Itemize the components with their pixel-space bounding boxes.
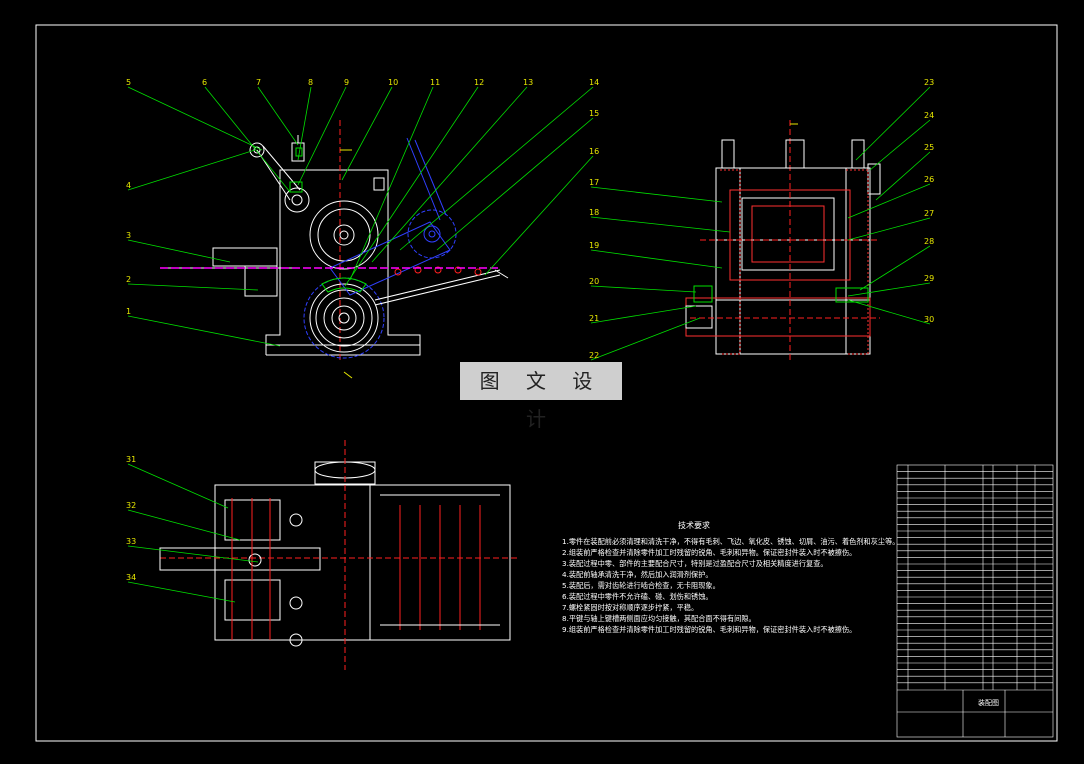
callout-19: 19 [589,241,599,250]
callout-33: 33 [126,537,136,546]
side-view [685,120,881,360]
tech-note-1: 1.零件在装配前必须清理和清洗干净，不得有毛刺、飞边、氧化皮、锈蚀、切屑、油污、… [562,537,900,546]
callout-9: 9 [344,78,349,87]
callout-30: 30 [924,315,934,324]
callout-26: 26 [924,175,934,184]
callout-7: 7 [256,78,261,87]
title-block-name: 装配图 [978,698,999,707]
callout-29: 29 [924,274,934,283]
tech-note-7: 7.螺栓紧固时按对称顺序逐步拧紧，平稳。 [562,603,699,612]
bom-table [896,464,1054,738]
tech-note-4: 4.装配前轴承清洗干净，然后加入润滑剂保护。 [562,570,713,579]
callout-16: 16 [589,147,599,156]
callout-34: 34 [126,573,136,582]
callout-27: 27 [924,209,934,218]
callout-12: 12 [474,78,484,87]
tech-note-9: 9.组装前严格检查并清除零件加工时残留的锐角、毛刺和异物，保证密封件装入时不被擦… [562,625,857,634]
tech-notes-title: 技术要求 [678,521,710,530]
callout-labels: 1 2 3 4 5 6 7 8 9 10 11 12 13 14 15 16 1… [126,78,934,582]
callout-6: 6 [202,78,207,87]
callout-4: 4 [126,181,131,190]
callout-24: 24 [924,111,934,120]
tech-note-6: 6.装配过程中零件不允许磕、碰、划伤和锈蚀。 [562,592,713,601]
callout-21: 21 [589,314,599,323]
callout-31: 31 [126,455,136,464]
tech-note-3: 3.装配过程中零、部件的主要配合尺寸，特别是过盈配合尺寸及相关精度进行复查。 [562,559,828,568]
callout-22: 22 [589,351,599,360]
tech-note-5: 5.装配后，需对齿轮进行啮合检查，无卡阻现象。 [562,581,720,590]
callout-15: 15 [589,109,599,118]
callout-25: 25 [924,143,934,152]
callout-23: 23 [924,78,934,87]
tech-note-2: 2.组装前严格检查并清除零件加工时残留的锐角、毛刺和异物。保证密封件装入时不被擦… [562,548,857,557]
callout-1: 1 [126,307,131,316]
callout-28: 28 [924,237,934,246]
callout-13: 13 [523,78,533,87]
callout-11: 11 [430,78,440,87]
callout-leaders [127,86,931,603]
watermark: 图 文 设 计 [460,362,622,431]
callout-18: 18 [589,208,599,217]
callout-17: 17 [589,178,599,187]
callout-3: 3 [126,231,131,240]
callout-32: 32 [126,501,136,510]
border-frame [35,24,1058,742]
top-view [159,440,520,670]
callout-20: 20 [589,277,599,286]
front-view [160,120,509,379]
callout-2: 2 [126,275,131,284]
callout-8: 8 [308,78,313,87]
tech-note-8: 8.平键与轴上键槽两侧面应均匀接触，其配合面不得有间隙。 [562,614,756,623]
callout-5: 5 [126,78,131,87]
callout-14: 14 [589,78,599,87]
callout-10: 10 [388,78,398,87]
